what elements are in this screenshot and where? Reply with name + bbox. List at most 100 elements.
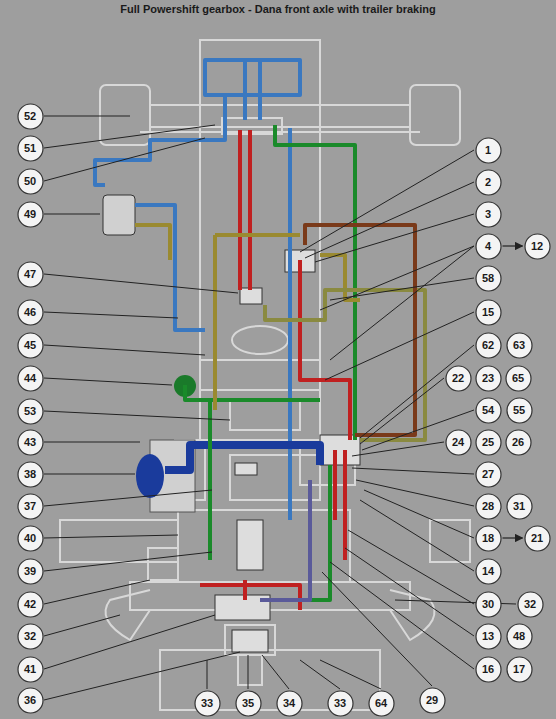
- callout-number: 50: [17, 168, 44, 195]
- callout-number: 28: [475, 493, 502, 520]
- callout-label: 28: [475, 493, 502, 520]
- callout-label: 29: [419, 687, 446, 714]
- callout-label: 1: [475, 137, 502, 164]
- callout-number: 55: [506, 397, 533, 424]
- callout-label: 33: [327, 690, 354, 717]
- callout-number: 29: [419, 687, 446, 714]
- callout-number: 42: [17, 591, 44, 618]
- leader-line: [300, 150, 516, 686]
- callout-number: 32: [517, 591, 544, 618]
- callout-number: 46: [17, 299, 44, 326]
- blue-hose: [288, 128, 292, 520]
- lift-arm: [390, 590, 435, 640]
- callout-number: 24: [445, 429, 472, 456]
- arrow-connector: [503, 537, 523, 538]
- front-hub: [410, 85, 460, 145]
- callout-label: 15: [475, 299, 502, 326]
- callout-label: 21: [524, 525, 551, 552]
- callout-label: 48: [506, 623, 533, 650]
- callout-number: 1: [475, 137, 502, 164]
- sensor: [235, 463, 257, 475]
- callout-number: 53: [17, 398, 44, 425]
- callout-number: 58: [475, 265, 502, 292]
- callout-label: 42: [17, 591, 44, 618]
- tank-side: [60, 520, 178, 562]
- callout-number: 2: [475, 169, 502, 196]
- arrow-connector: [503, 245, 523, 246]
- callout-label: 35: [235, 690, 262, 717]
- red-hose: [240, 130, 250, 290]
- callout-number: 13: [475, 623, 502, 650]
- callout-number: 22: [445, 365, 472, 392]
- callout-number: 34: [276, 690, 303, 717]
- pto-shaft: [238, 655, 262, 685]
- callout-number: 3: [475, 201, 502, 228]
- leader-line: [207, 655, 381, 689]
- callout-number: 65: [505, 365, 532, 392]
- steering-wheel: [232, 326, 288, 354]
- callout-label: 22: [445, 365, 472, 392]
- callout-number: 40: [17, 525, 44, 552]
- callout-number: 12: [524, 233, 551, 260]
- callout-label: 38: [17, 461, 44, 488]
- callout-number: 32: [17, 623, 44, 650]
- callout-number: 26: [505, 429, 532, 456]
- callout-number: 15: [475, 299, 502, 326]
- blue-hose: [95, 95, 225, 185]
- callout-label: 4: [475, 233, 502, 260]
- callout-number: 35: [235, 690, 262, 717]
- gearbox-front: [230, 455, 320, 500]
- callout-number: 63: [506, 332, 533, 359]
- callout-label: 54: [475, 397, 502, 424]
- callout-number: 33: [327, 690, 354, 717]
- hydraulic-pump: [136, 454, 164, 498]
- callout-label: 31: [506, 493, 533, 520]
- callout-label: 34: [276, 690, 303, 717]
- callout-label: 3: [475, 201, 502, 228]
- callout-label: 24: [445, 429, 472, 456]
- red-hose: [200, 450, 345, 610]
- callout-label: 33: [194, 690, 221, 717]
- callout-label: 13: [475, 623, 502, 650]
- callout-number: 45: [17, 332, 44, 359]
- callout-number: 21: [524, 525, 551, 552]
- callout-label: 45: [17, 332, 44, 359]
- green-hose: [210, 400, 330, 600]
- callout-label: 58: [475, 265, 502, 292]
- trailer-brake-valve: [103, 195, 135, 235]
- callout-number: 4: [475, 233, 502, 260]
- tie-rod: [140, 131, 420, 133]
- solenoid-stack: [237, 520, 263, 570]
- callout-label: 25: [475, 429, 502, 456]
- green-hose: [185, 125, 360, 440]
- callout-label: 2: [475, 169, 502, 196]
- callout-number: 23: [475, 365, 502, 392]
- callout-number: 62: [475, 332, 502, 359]
- callout-number: 30: [475, 591, 502, 618]
- callout-number: 36: [17, 687, 44, 714]
- return-hose: [260, 480, 310, 600]
- callout-label: 55: [506, 397, 533, 424]
- callout-label: 50: [17, 168, 44, 195]
- callout-number: 39: [17, 558, 44, 585]
- callout-label: 52: [17, 103, 44, 130]
- callout-number: 48: [506, 623, 533, 650]
- lift-arm: [106, 590, 151, 640]
- callout-number: 41: [17, 656, 44, 683]
- callout-label: 46: [17, 299, 44, 326]
- callout-number: 49: [17, 201, 44, 228]
- pto: [225, 625, 275, 655]
- callout-label: 18: [475, 525, 502, 552]
- callout-label: 32: [517, 591, 544, 618]
- callout-number: 14: [475, 558, 502, 585]
- blue-hose: [205, 60, 300, 120]
- callout-label: 40: [17, 525, 44, 552]
- callout-number: 51: [17, 135, 44, 162]
- callout-label: 65: [505, 365, 532, 392]
- callout-number: 43: [17, 429, 44, 456]
- callout-label: 53: [17, 398, 44, 425]
- olive-hose: [265, 290, 425, 440]
- diagram-title: Full Powershift gearbox - Dana front axl…: [0, 3, 556, 15]
